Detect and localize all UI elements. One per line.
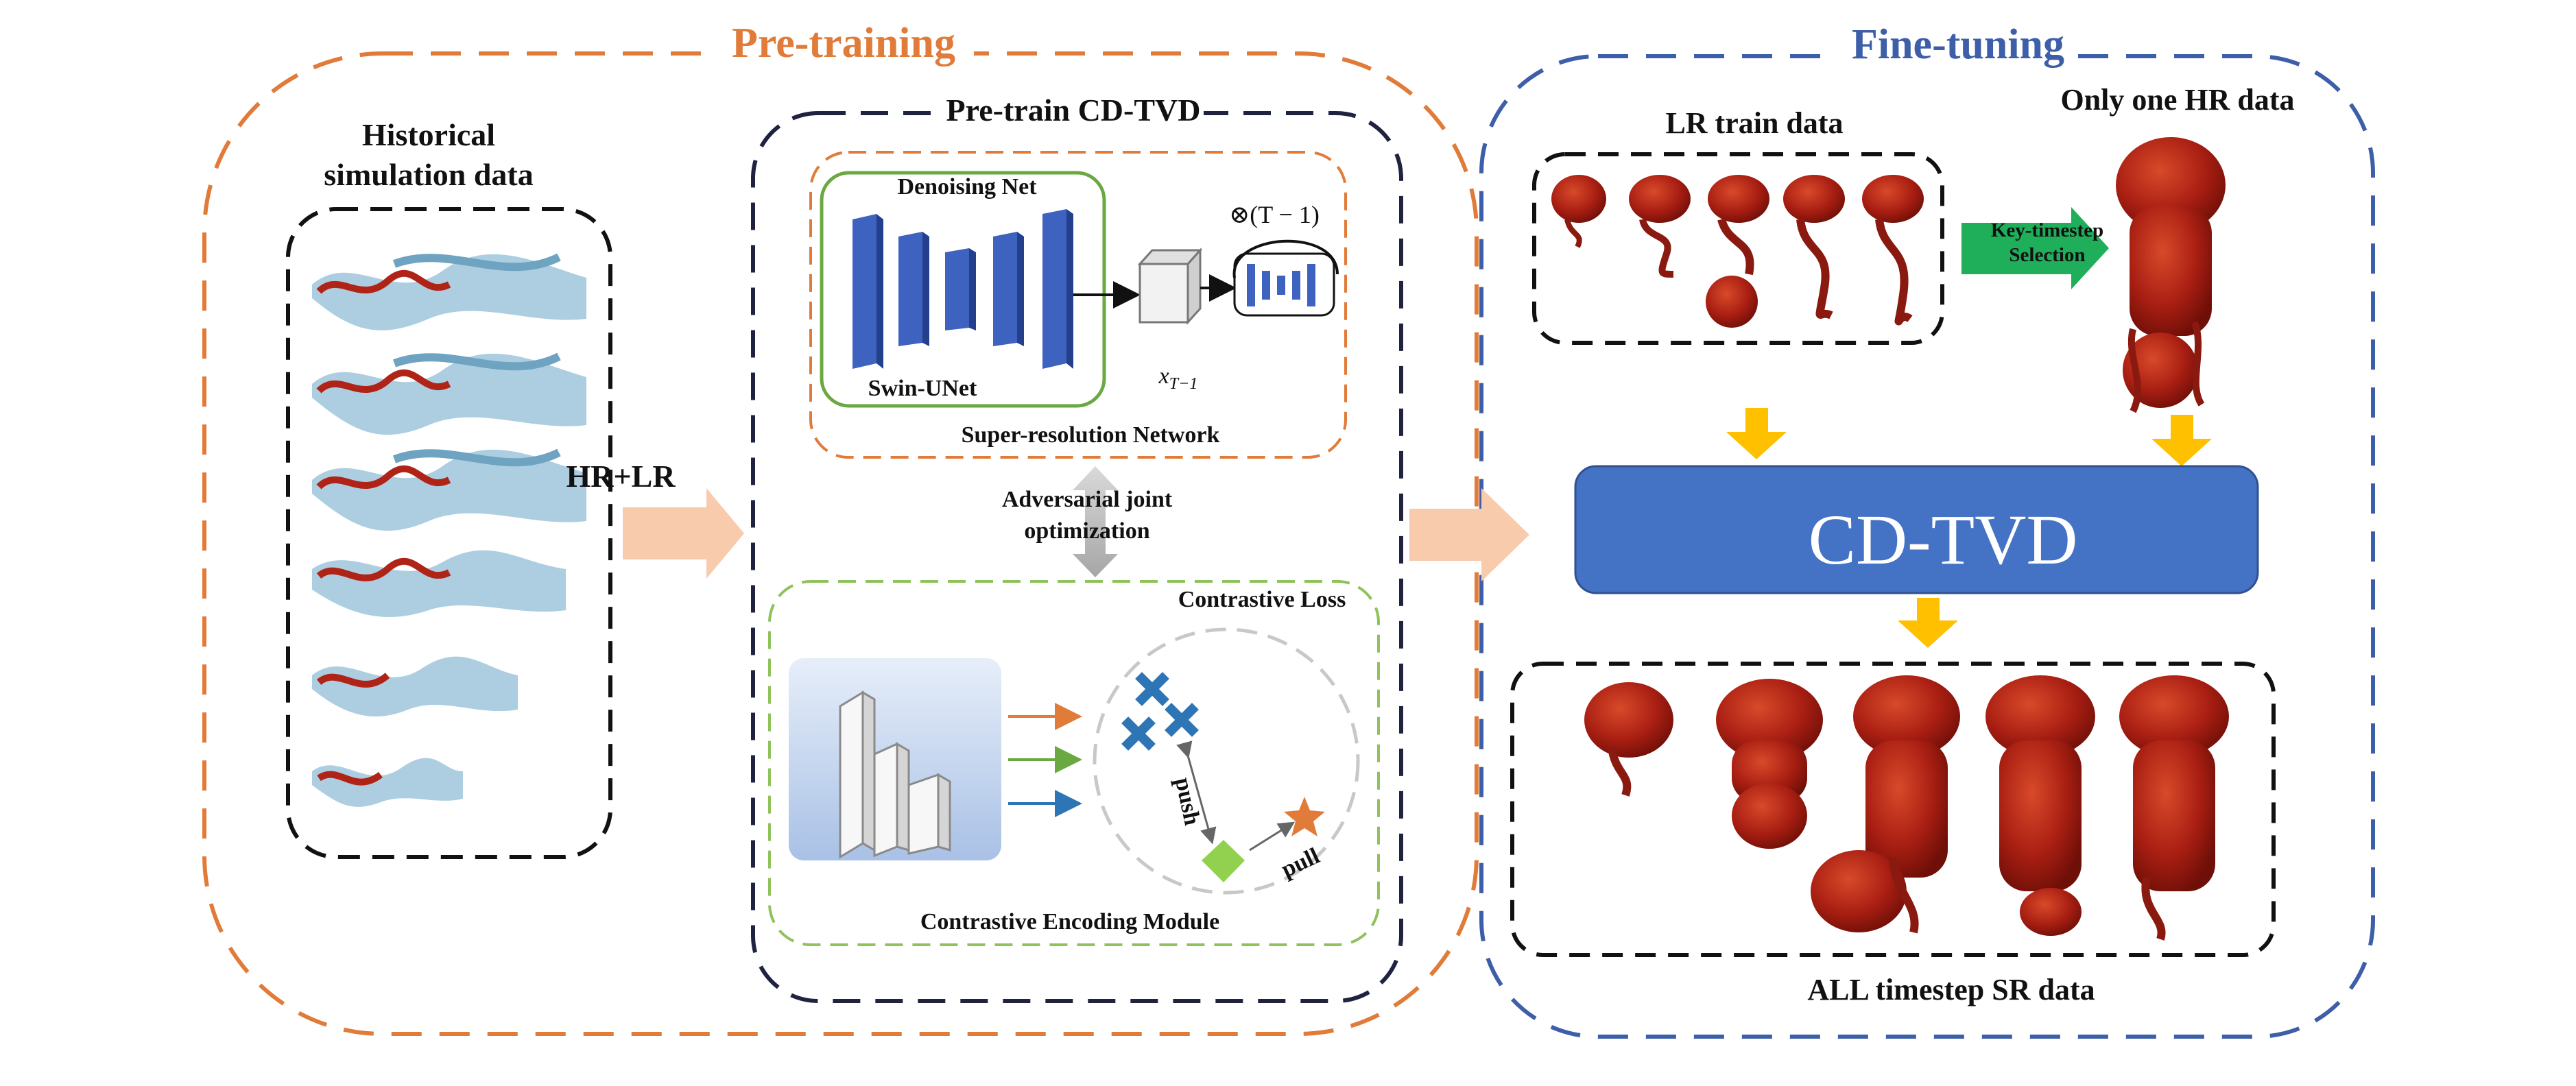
adversarial-label: Adversarial joint optimization bbox=[1001, 487, 1173, 544]
historical-flow-images bbox=[312, 253, 586, 807]
key-selection-label: Key-timestep Selection bbox=[1990, 219, 2104, 266]
star-icon bbox=[1284, 797, 1325, 836]
hr-flow-image bbox=[2116, 137, 2226, 413]
key-selection-arrow bbox=[1961, 207, 2109, 289]
pull-arrow bbox=[1249, 821, 1296, 852]
finetuning-title-mask bbox=[1838, 34, 2078, 75]
push-arrow bbox=[1176, 740, 1217, 845]
flow-image-1 bbox=[312, 253, 586, 330]
flow-image-4 bbox=[312, 550, 566, 617]
mini-unet bbox=[1232, 239, 1339, 317]
pretraining-title-mask bbox=[713, 34, 974, 75]
lr-flow-images bbox=[1551, 175, 1924, 328]
pretrain-to-finetune-arrow bbox=[1409, 488, 1529, 581]
pretraining-title: Pre-training bbox=[731, 20, 956, 67]
yellow-arrow-left bbox=[1726, 408, 1787, 459]
latent-xt-label: xT−1 bbox=[1158, 363, 1198, 393]
historical-data-box bbox=[286, 207, 612, 859]
sr-output-box bbox=[1510, 662, 2276, 957]
sr-flow-images bbox=[1584, 675, 2229, 941]
hr-lr-arrow bbox=[623, 488, 744, 579]
diamond-icon bbox=[1202, 840, 1245, 882]
yellow-arrow-right bbox=[2151, 415, 2212, 466]
sr-network-box bbox=[809, 151, 1347, 459]
hr-lr-label: HR+LR bbox=[566, 459, 676, 494]
flow-image-2 bbox=[312, 352, 586, 435]
lr-train-box bbox=[1532, 152, 1944, 345]
cdtvd-model-label: CD-TVD bbox=[1808, 500, 2078, 579]
repeat-label: ⊗(T − 1) bbox=[1229, 201, 1320, 228]
contrastive-loss-label: Contrastive Loss bbox=[1178, 587, 1346, 612]
flow-image-6 bbox=[312, 758, 463, 807]
denoising-net-label: Denoising Net bbox=[897, 174, 1037, 200]
unet-bars bbox=[852, 209, 1073, 369]
pretrain-box-title: Pre-train CD-TVD bbox=[946, 93, 1201, 128]
yellow-arrow-down bbox=[1898, 598, 1958, 648]
cem-box bbox=[768, 580, 1380, 946]
swin-unet-label: Swin-UNet bbox=[868, 376, 977, 401]
contrastive-space-circle bbox=[1093, 627, 1360, 895]
adversarial-double-arrow bbox=[1073, 466, 1118, 577]
one-hr-label: Only one HR data bbox=[2060, 83, 2295, 117]
flow-image-3 bbox=[312, 448, 586, 531]
lr-train-label: LR train data bbox=[1665, 106, 1844, 140]
encoder-card bbox=[789, 658, 1001, 860]
finetuning-title: Fine-tuning bbox=[1851, 21, 2065, 68]
cross-icon bbox=[1121, 672, 1199, 751]
latent-cube bbox=[1137, 248, 1203, 325]
flow-image-5 bbox=[312, 656, 518, 716]
pretrain-title-mask bbox=[943, 96, 1204, 130]
cem-label: Contrastive Encoding Module bbox=[920, 909, 1220, 934]
sr-network-label: Super-resolution Network bbox=[961, 422, 1220, 448]
sr-output-label: ALL timestep SR data bbox=[1807, 973, 2095, 1006]
historical-data-label: Historical simulation data bbox=[324, 117, 534, 192]
cdtvd-model-box bbox=[1574, 465, 2259, 594]
